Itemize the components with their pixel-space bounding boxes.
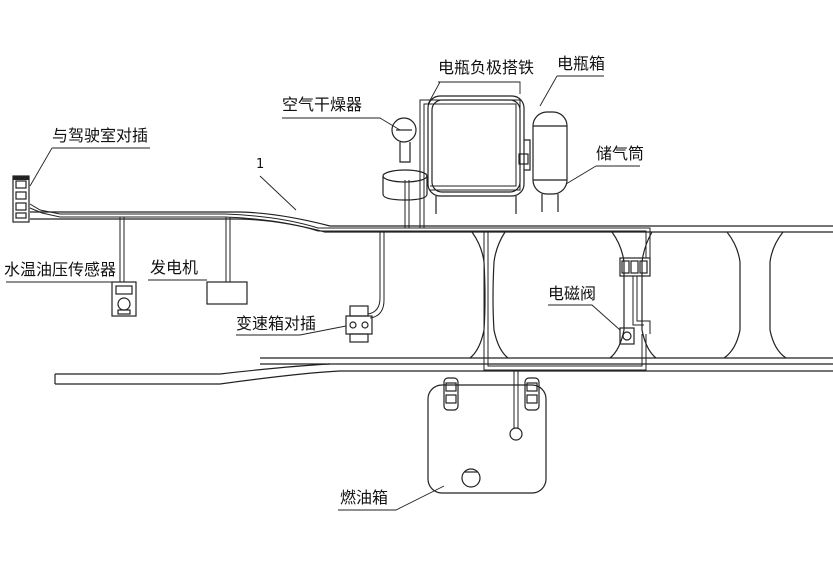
harness-loop bbox=[483, 231, 647, 371]
label-transmission-connector: 变速箱对插 bbox=[236, 314, 317, 333]
harness-sensor-branch bbox=[119, 217, 125, 282]
air-tank bbox=[532, 111, 568, 212]
crossmember-1 bbox=[469, 231, 509, 359]
cab-connector bbox=[12, 175, 30, 223]
part-marks bbox=[13, 176, 29, 180]
frame-rail-middle bbox=[260, 357, 833, 365]
harness-solenoid-branch bbox=[628, 246, 651, 334]
leader-lines bbox=[6, 75, 640, 511]
label-air-dryer: 空气干燥器 bbox=[282, 95, 363, 114]
label-fuel-tank: 燃油箱 bbox=[340, 488, 389, 507]
battery-box bbox=[427, 95, 531, 214]
harness-battery-branch bbox=[419, 99, 521, 228]
solenoid-valve bbox=[619, 257, 651, 345]
label-leader-1: 1 bbox=[256, 157, 265, 172]
label-battery-negative-ground: 电瓶负极搭铁 bbox=[438, 58, 535, 77]
label-solenoid-valve: 电磁阀 bbox=[548, 284, 597, 303]
fuel-tank bbox=[427, 377, 547, 494]
transmission-connector bbox=[345, 305, 373, 343]
crossmember-2 bbox=[609, 231, 657, 359]
frame-rail-upper bbox=[30, 211, 833, 233]
harness-dryer-branch bbox=[404, 180, 410, 228]
air-dryer bbox=[382, 117, 428, 201]
harness-fuel-branch bbox=[513, 370, 519, 428]
generator bbox=[206, 281, 248, 305]
water-temp-oil-pressure-sensor bbox=[111, 281, 137, 317]
label-cab-connector: 与驾驶室对插 bbox=[52, 126, 149, 145]
harness-generator-branch bbox=[225, 217, 231, 282]
frame-rail-lower bbox=[54, 363, 833, 385]
label-generator: 发电机 bbox=[150, 258, 199, 277]
harness-main bbox=[29, 203, 651, 246]
harness-transmission-branch bbox=[367, 231, 385, 319]
label-air-tank: 储气筒 bbox=[596, 144, 645, 163]
label-water-temp-oil-pressure-sensor: 水温油压传感器 bbox=[4, 260, 117, 279]
label-battery-box: 电瓶箱 bbox=[557, 54, 606, 73]
crossmember-3 bbox=[723, 231, 787, 359]
